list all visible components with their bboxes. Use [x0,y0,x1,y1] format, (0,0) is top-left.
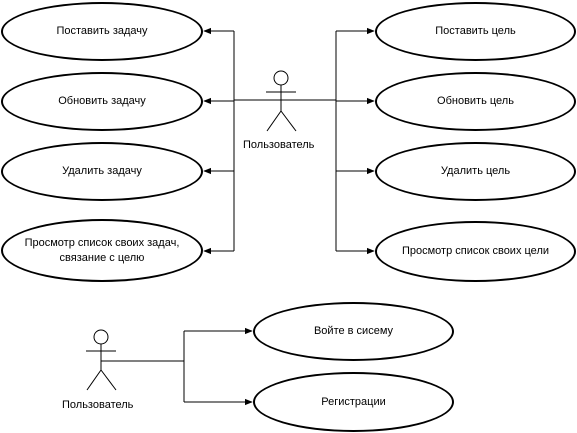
use-case-login[interactable]: Войте в сисему [253,302,454,361]
actor-auth-label: Пользователь [62,399,134,411]
use-case-goal-view-label: Просмотр список своих цели [401,245,550,257]
use-case-task-set-label: Поставить задачу [56,25,148,37]
actor-auth-left-leg [86,369,102,391]
use-case-task-set[interactable]: Поставить задачу [1,2,203,61]
use-case-task-view-label: Просмотр список своих задач, связание с … [24,236,180,264]
use-case-task-update-label: Обновить задачу [58,95,146,107]
use-case-login-label: Войте в сисему [313,325,394,337]
actor-main-right-leg [280,110,297,132]
actor-main-left-leg [266,110,282,132]
use-case-task-delete[interactable]: Удалить задачу [1,142,203,201]
use-case-goal-delete[interactable]: Удалить цель [375,142,576,201]
actor-main-label: Пользователь [243,139,315,151]
actor-main-figure [266,70,297,132]
actor-auth-figure [86,329,117,391]
use-case-goal-delete-label: Удалить цель [440,165,511,177]
auth-connectors [101,327,253,406]
task-connectors [203,27,281,255]
use-case-goal-update[interactable]: Обновить цель [375,72,576,131]
use-case-goal-set[interactable]: Поставить цель [375,2,576,61]
use-case-task-delete-label: Удалить задачу [62,165,142,177]
use-case-register-label: Регистрации [321,395,386,408]
use-case-register[interactable]: Регистрации [253,372,454,432]
actor-auth-head [93,329,109,345]
use-case-task-view[interactable]: Просмотр список своих задач, связание с … [1,219,203,282]
actor-auth-right-leg [100,369,117,391]
use-case-task-update[interactable]: Обновить задачу [1,72,203,131]
actor-main-head [273,70,289,86]
use-case-goal-update-label: Обновить цель [437,95,514,107]
use-case-goal-set-label: Поставить цель [435,25,516,37]
use-case-goal-view[interactable]: Просмотр список своих цели [375,221,576,282]
goal-connectors [281,27,375,255]
